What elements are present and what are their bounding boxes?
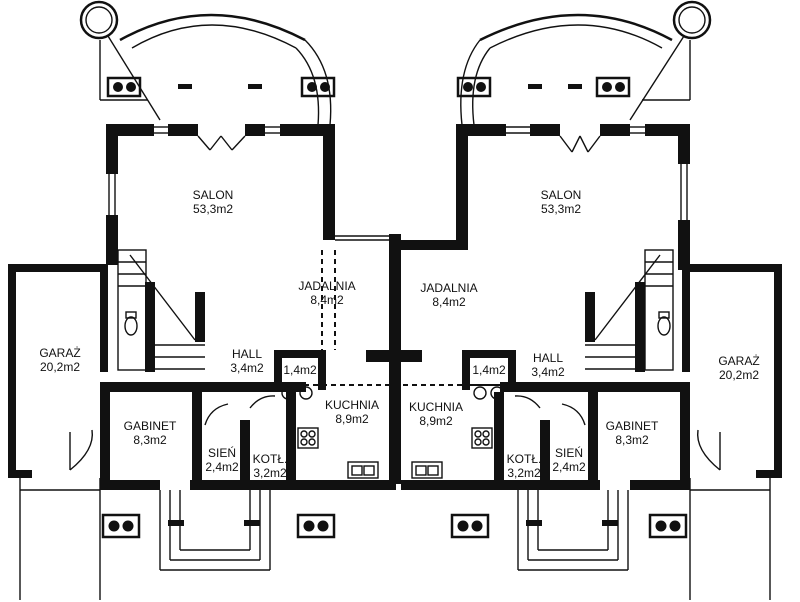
stove-icon bbox=[297, 427, 493, 449]
lamp-icon bbox=[595, 76, 631, 98]
room-name: KOTŁ. bbox=[506, 452, 542, 466]
room-jadalnia-right: JADALNIA 8,4m2 bbox=[420, 281, 477, 309]
room-area: 20,2m2 bbox=[39, 360, 81, 374]
walls-left bbox=[8, 124, 422, 490]
lamp-icon bbox=[456, 76, 492, 98]
room-area: 3,2m2 bbox=[507, 466, 541, 480]
room-area: 8,4m2 bbox=[310, 293, 344, 307]
room-name: KUCHNIA bbox=[324, 398, 380, 412]
room-area: 3,2m2 bbox=[253, 466, 287, 480]
walls-right bbox=[401, 124, 782, 490]
room-area: 53,3m2 bbox=[192, 202, 234, 216]
lamp-icon bbox=[450, 513, 490, 539]
room-area: 53,3m2 bbox=[540, 202, 582, 216]
room-name: KOTŁ. bbox=[252, 452, 288, 466]
driveway-left bbox=[19, 478, 101, 600]
stairs-icon bbox=[117, 249, 205, 371]
lamp-icon bbox=[106, 76, 142, 98]
room-area: 8,3m2 bbox=[615, 433, 649, 447]
room-area: 20,2m2 bbox=[718, 368, 760, 382]
sink-icon bbox=[347, 461, 443, 479]
room-area: 2,4m2 bbox=[552, 460, 586, 474]
room-sien-right: SIEŃ 2,4m2 bbox=[552, 446, 585, 474]
room-area: 8,4m2 bbox=[432, 295, 466, 309]
entrance-right bbox=[517, 490, 629, 571]
room-gabinet-right: GABINET 8,3m2 bbox=[606, 419, 659, 447]
room-name: HALL bbox=[532, 351, 564, 365]
room-garaz-left: GARAŻ 20,2m2 bbox=[39, 346, 80, 374]
room-salon-left: SALON 53,3m2 bbox=[193, 188, 234, 216]
room-area: 3,4m2 bbox=[230, 361, 264, 375]
room-salon-right: SALON 53,3m2 bbox=[541, 188, 582, 216]
room-area: 8,3m2 bbox=[133, 433, 167, 447]
room-kuchnia-left: KUCHNIA 8,9m2 bbox=[325, 398, 379, 426]
room-kotl-right: KOTŁ. 3,2m2 bbox=[507, 452, 542, 480]
room-hall-left: HALL 3,4m2 bbox=[230, 347, 263, 375]
lamp-icon bbox=[300, 76, 336, 98]
room-name: GABINET bbox=[123, 419, 177, 433]
sink-icon bbox=[281, 386, 504, 400]
toilet-icon bbox=[124, 311, 671, 336]
room-sien-left: SIEŃ 2,4m2 bbox=[205, 446, 238, 474]
room-wc-right: 1,4m2 bbox=[472, 363, 505, 377]
terrace-left bbox=[79, 0, 332, 126]
room-name: HALL bbox=[231, 347, 263, 361]
room-garaz-right: GARAŻ 20,2m2 bbox=[718, 354, 759, 382]
room-name: GABINET bbox=[605, 419, 659, 433]
room-wc-left: 1,4m2 bbox=[283, 363, 316, 377]
room-name: SALON bbox=[540, 188, 582, 202]
driveway-right bbox=[689, 478, 771, 600]
stairs-icon bbox=[585, 249, 674, 371]
terrace-right bbox=[460, 0, 712, 126]
room-name: KUCHNIA bbox=[408, 400, 464, 414]
window-icon bbox=[108, 126, 688, 241]
room-jadalnia-left: JADALNIA 8,4m2 bbox=[298, 279, 355, 307]
room-area: 2,4m2 bbox=[205, 460, 239, 474]
room-name: SIEŃ bbox=[207, 446, 237, 460]
room-kuchnia-right: KUCHNIA 8,9m2 bbox=[409, 400, 463, 428]
room-area: 8,9m2 bbox=[419, 414, 453, 428]
room-name: SALON bbox=[192, 188, 234, 202]
room-area: 1,4m2 bbox=[472, 363, 506, 377]
entrance-left bbox=[159, 490, 271, 571]
room-kotl-left: KOTŁ. 3,2m2 bbox=[253, 452, 288, 480]
room-area: 1,4m2 bbox=[283, 363, 317, 377]
door-swing-icon bbox=[197, 135, 601, 153]
door-swing-icon bbox=[69, 395, 721, 471]
room-area: 3,4m2 bbox=[531, 365, 565, 379]
lamp-icon bbox=[648, 513, 688, 539]
room-area: 8,9m2 bbox=[335, 412, 369, 426]
lamp-icon bbox=[101, 513, 141, 539]
room-name: JADALNIA bbox=[420, 281, 478, 295]
room-name: JADALNIA bbox=[298, 279, 356, 293]
room-name: SIEŃ bbox=[554, 446, 584, 460]
lamp-icon bbox=[296, 513, 336, 539]
room-hall-right: HALL 3,4m2 bbox=[531, 351, 564, 379]
room-name: GARAŻ bbox=[718, 354, 760, 368]
room-name: GARAŻ bbox=[39, 346, 81, 360]
room-gabinet-left: GABINET 8,3m2 bbox=[124, 419, 177, 447]
